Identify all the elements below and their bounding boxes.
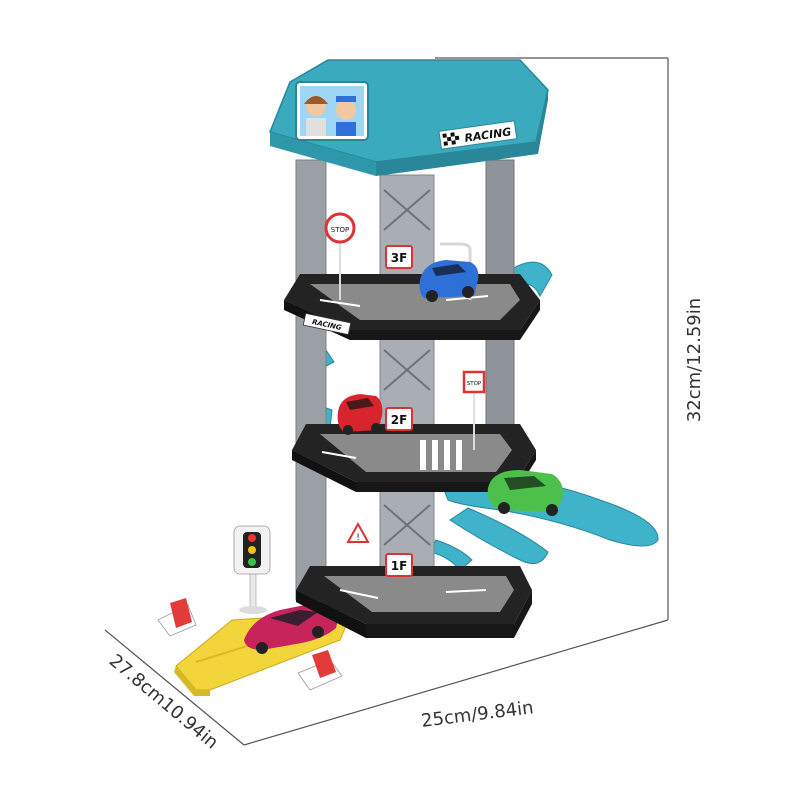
roof-racing-sign: RACING [438, 120, 518, 150]
car-green [487, 470, 563, 516]
traffic-cone [157, 598, 197, 637]
floor-label-3f: 3F [391, 251, 408, 265]
floor-label-1f: 1F [391, 559, 408, 573]
stop-sign: STOP [324, 212, 356, 300]
roof: RACING [268, 59, 549, 176]
stop-sign: STOP [462, 370, 486, 450]
traffic-light [233, 525, 271, 614]
car-blue [419, 260, 479, 302]
floor-sign-1f: 1F [385, 553, 413, 577]
floor-label-2f: 2F [391, 413, 408, 427]
height-dimension-label: 32cm/12.59in [684, 298, 705, 422]
street-lamp [440, 242, 472, 300]
svg-text:!: ! [356, 533, 360, 543]
stop-sign-label: STOP [331, 226, 349, 234]
stop-sign-label: STOP [467, 381, 482, 387]
traffic-cone [297, 650, 343, 691]
floor-sign-2f: 2F [385, 407, 413, 431]
warning-sign: ! [346, 521, 370, 543]
car-magenta [244, 601, 340, 654]
dimension-lines [104, 57, 669, 746]
roof-sign-label: RACING [464, 125, 512, 144]
ledge-sign: RACING [302, 312, 352, 336]
width-line [243, 619, 669, 746]
depth-line [104, 629, 245, 746]
floor-sign-3f: 3F [385, 245, 413, 269]
car-red [337, 394, 383, 435]
fences [319, 295, 489, 599]
width-dimension-label: 25cm/9.84in [420, 697, 535, 732]
floor-plate-1f [296, 566, 532, 638]
